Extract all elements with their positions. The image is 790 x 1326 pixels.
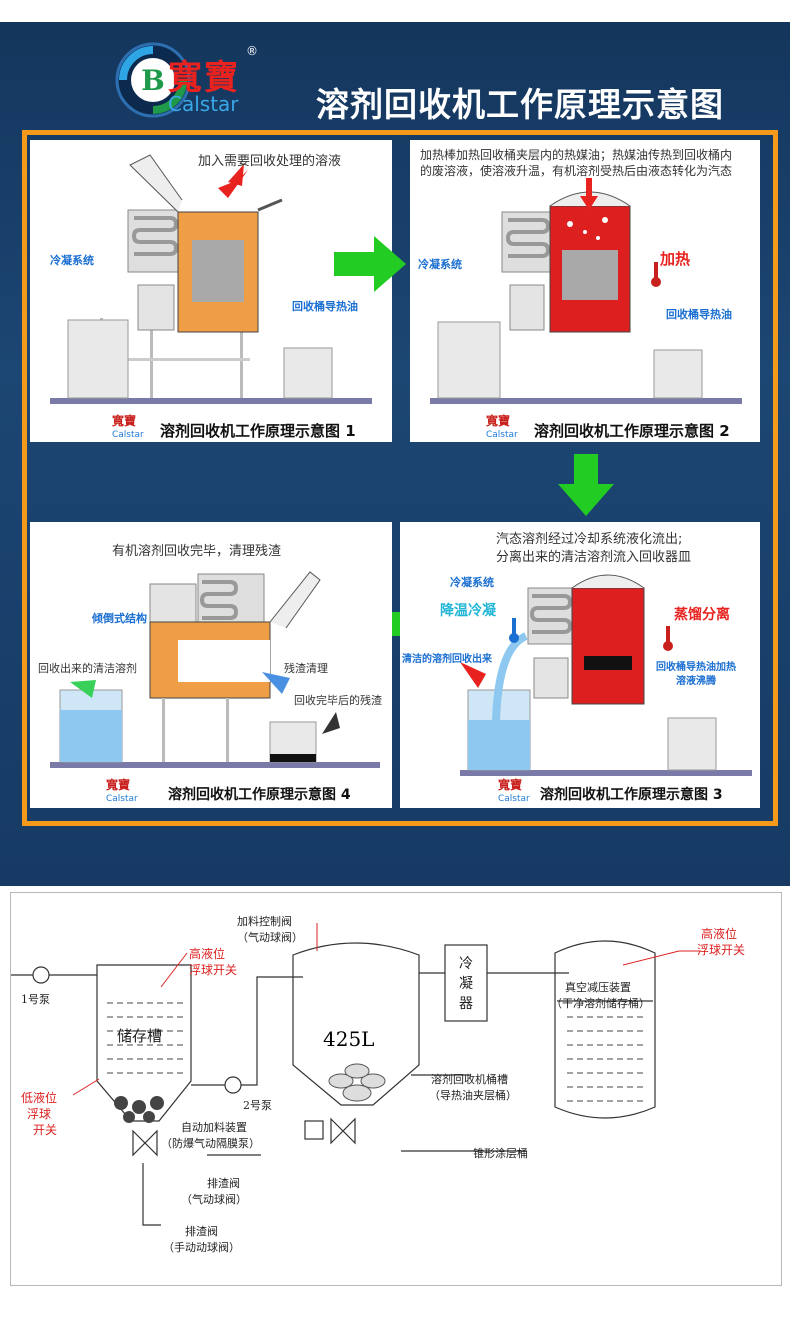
panel-4-label-slag: 残渣清理: [284, 662, 328, 675]
panel-1-caption: 溶剂回收机工作原理示意图 1: [160, 422, 356, 440]
schem-high-float-l2: 浮球开关: [189, 963, 238, 977]
schem-tank-l2: （导热油夹层桶）: [429, 1089, 517, 1102]
brand-name-en: Calstar: [168, 92, 239, 116]
panel-4-label-clean: 回收出来的清洁溶剂: [38, 662, 137, 675]
schem-cone: 锥形涂层桶: [473, 1147, 528, 1160]
arrow-right-icon: [334, 236, 406, 292]
panel-4-label-tilt: 倾倒式结构: [92, 612, 147, 625]
panel-3-label-cool: 降温冷凝: [440, 603, 496, 619]
panel-2-logo-cn: 寬寶: [486, 414, 511, 428]
panel-2: 加热棒加热回收桶夹层内的热媒油；热媒油传热到回收桶内 的废溶液，使溶液升温，有机…: [410, 140, 760, 442]
panel-3: 汽态溶剂经过冷却系统液化流出; 分离出来的清洁溶剂流入回收器皿 冷凝系统 降温冷…: [400, 522, 760, 808]
panel-2-caption: 溶剂回收机工作原理示意图 2: [534, 422, 730, 440]
panel-4-logo-en: Calstar: [106, 794, 138, 804]
schem-feed-valve-l1: 加料控制阀: [237, 915, 292, 928]
schem-pump2: 2号泵: [243, 1099, 272, 1112]
schem-low-float-l2: 浮球: [27, 1107, 52, 1121]
panel-3-note-line1: 汽态溶剂经过冷却系统液化流出;: [496, 532, 683, 547]
panel-1: 加入需要回收处理的溶液 冷凝系统 回收桶导热油 寬寶 Calstar 溶剂回收机…: [30, 140, 392, 442]
panel-1-label-oil: 回收桶导热油: [292, 300, 358, 313]
panel-3-label-outflow: 清洁的溶剂回收出来: [402, 654, 492, 665]
panel-2-note-line1: 加热棒加热回收桶夹层内的热媒油；热媒油传热到回收桶内: [420, 148, 733, 162]
schem-low-float-l1: 低液位: [21, 1091, 58, 1105]
panel-4-illustration: [50, 571, 380, 768]
panel-4-label-residue: 回收完毕后的残渣: [294, 694, 382, 707]
schem-vacuum-l1: 真空减压装置: [565, 981, 631, 994]
panel-3-illustration: [460, 574, 752, 776]
schem-high-float-l1: 高液位: [189, 947, 226, 961]
panel-4-caption: 溶剂回收机工作原理示意图 4: [168, 787, 351, 803]
panel-2-label-condenser: 冷凝系统: [418, 258, 462, 271]
panel-3-logo-en: Calstar: [498, 794, 530, 804]
process-schematic: 1号泵 2号泵 储存槽 高液位 浮球开关 低液位 浮球 开关 加料控制阀 （气动…: [10, 892, 782, 1286]
diagram-frame: [22, 130, 778, 826]
registered-mark: ®: [246, 44, 258, 58]
schem-drain-air-l2: （气动球阀）: [181, 1193, 247, 1206]
panel-4: 有机溶剂回收完毕，清理残渣 倾倒式结构 回收出来的清洁溶剂 残渣清理 回收完毕后…: [30, 522, 392, 808]
schematic-lines: [11, 923, 701, 1226]
schem-vacuum-l2: （干净溶剂储存桶）: [551, 997, 650, 1010]
panel-1-note: 加入需要回收处理的溶液: [198, 154, 342, 169]
panel-3-logo-cn: 寬寶: [498, 778, 523, 792]
schem-condenser-1: 冷: [459, 956, 473, 972]
calstar-logo-icon: B: [115, 42, 191, 118]
panel-2-label-heat: 加热: [660, 250, 691, 268]
svg-text:B: B: [141, 64, 165, 97]
panel-3-note-line2: 分离出来的清洁溶剂流入回收器皿: [496, 550, 692, 565]
schem-drain-air-l1: 排渣阀: [207, 1177, 240, 1190]
schem-high-float-r-l2: 浮球开关: [697, 943, 746, 957]
panel-2-label-oil: 回收桶导热油: [666, 308, 732, 321]
panel-2-note-line2: 的废溶液，使溶液升温，有机溶剂受热后由液态转化为汽态: [420, 164, 733, 178]
panel-1-label-condenser: 冷凝系统: [50, 254, 94, 267]
panel-1-illustration: [50, 154, 372, 404]
schem-auto-feed-l2: （防爆气动隔膜泵）: [161, 1137, 260, 1150]
schem-pump1: 1号泵: [21, 993, 50, 1006]
schem-auto-feed-l1: 自动加料装置: [181, 1121, 247, 1134]
panel-2-logo-en: Calstar: [486, 430, 518, 440]
schem-condenser-2: 凝: [459, 976, 473, 992]
panel-4-note: 有机溶剂回收完毕，清理残渣: [112, 544, 282, 559]
panel-3-caption: 溶剂回收机工作原理示意图 3: [540, 787, 723, 803]
panel-3-label-oil-line2: 溶液沸腾: [676, 676, 716, 687]
schem-storage: 储存槽: [117, 1027, 163, 1045]
brand-name-cn: 寬寶: [168, 58, 240, 98]
schem-tank-l1: 溶剂回收机桶槽: [431, 1073, 508, 1086]
panel-2-illustration: [430, 178, 742, 404]
schem-volume: 425L: [323, 1027, 375, 1051]
panel-1-logo-cn: 寬寶: [112, 414, 137, 428]
panel-3-label-condenser: 冷凝系统: [450, 576, 494, 589]
schem-low-float-l3: 开关: [33, 1123, 58, 1137]
schem-drain-manual-l1: 排渣阀: [185, 1225, 218, 1238]
schem-condenser-3: 器: [459, 996, 473, 1012]
arrow-down-icon: [558, 454, 614, 516]
panel-1-logo-en: Calstar: [112, 430, 144, 440]
panel-3-label-oil-line1: 回收桶导热油加热: [656, 662, 736, 673]
schem-feed-valve-l2: （气动球阀）: [237, 931, 303, 944]
panel-4-logo-cn: 寬寶: [106, 778, 131, 792]
schem-drain-manual-l2: （手动动球阀）: [163, 1241, 240, 1254]
page-title: 溶剂回收机工作原理示意图: [316, 85, 724, 124]
panel-3-label-distill: 蒸馏分离: [674, 607, 730, 623]
schem-high-float-r-l1: 高液位: [701, 927, 738, 941]
